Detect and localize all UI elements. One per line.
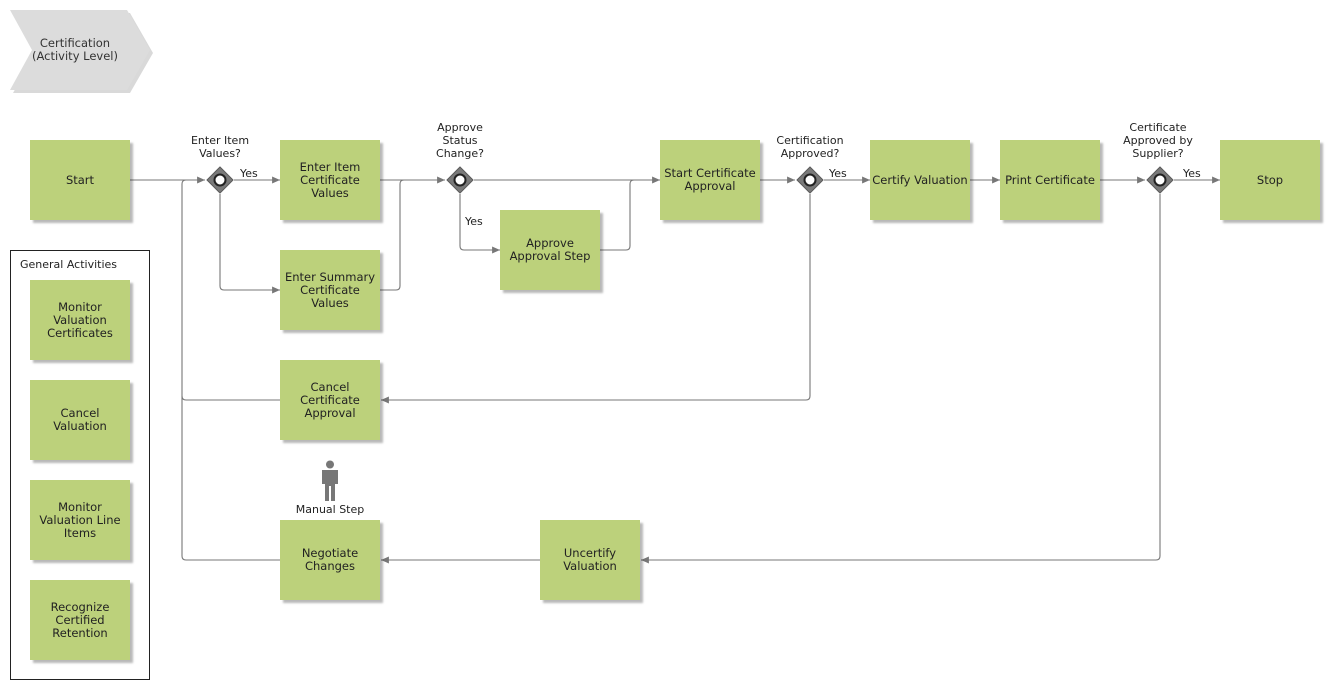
flow-gateway2-to-approve-step xyxy=(459,194,500,254)
flow-gateway1-to-enter-summary xyxy=(219,194,280,294)
activity-certify-valuation[interactable]: Certify Valuation xyxy=(870,140,970,220)
flow-approve-step-merge xyxy=(600,179,635,251)
activity-print-certificate[interactable]: Print Certificate xyxy=(1000,140,1100,220)
general-activities-title: General Activities xyxy=(20,258,118,271)
flow-gateway4-to-uncertify xyxy=(641,194,1161,564)
flow-label-yes: Yes xyxy=(829,167,847,180)
flow-label-yes: Yes xyxy=(1183,167,1201,180)
flow-gateway3-to-cancel xyxy=(381,194,811,404)
flow-label-yes: Yes xyxy=(465,215,483,228)
gateway-diamond-icon[interactable] xyxy=(206,166,234,194)
person-icon xyxy=(322,460,338,501)
page-title: Certification(Activity Level) xyxy=(32,36,118,63)
flow-cancel-loop-back xyxy=(181,395,280,401)
activity-start[interactable]: Start xyxy=(30,140,130,220)
flow-enter-summary-merge xyxy=(380,179,405,291)
activity-stop[interactable]: Stop xyxy=(1220,140,1320,220)
gateway-diamond-icon[interactable] xyxy=(796,166,824,194)
gateway-diamond-icon[interactable] xyxy=(1146,166,1174,194)
general-activity-cancel-valuation[interactable]: Cancel Valuation xyxy=(30,380,130,460)
flow-negotiate-loop-back xyxy=(181,179,280,561)
gateway-diamond-icon[interactable] xyxy=(446,166,474,194)
manual-step-label: Manual Step xyxy=(295,503,365,516)
flow-label-yes: Yes xyxy=(240,167,258,180)
title-chevron xyxy=(10,10,153,93)
